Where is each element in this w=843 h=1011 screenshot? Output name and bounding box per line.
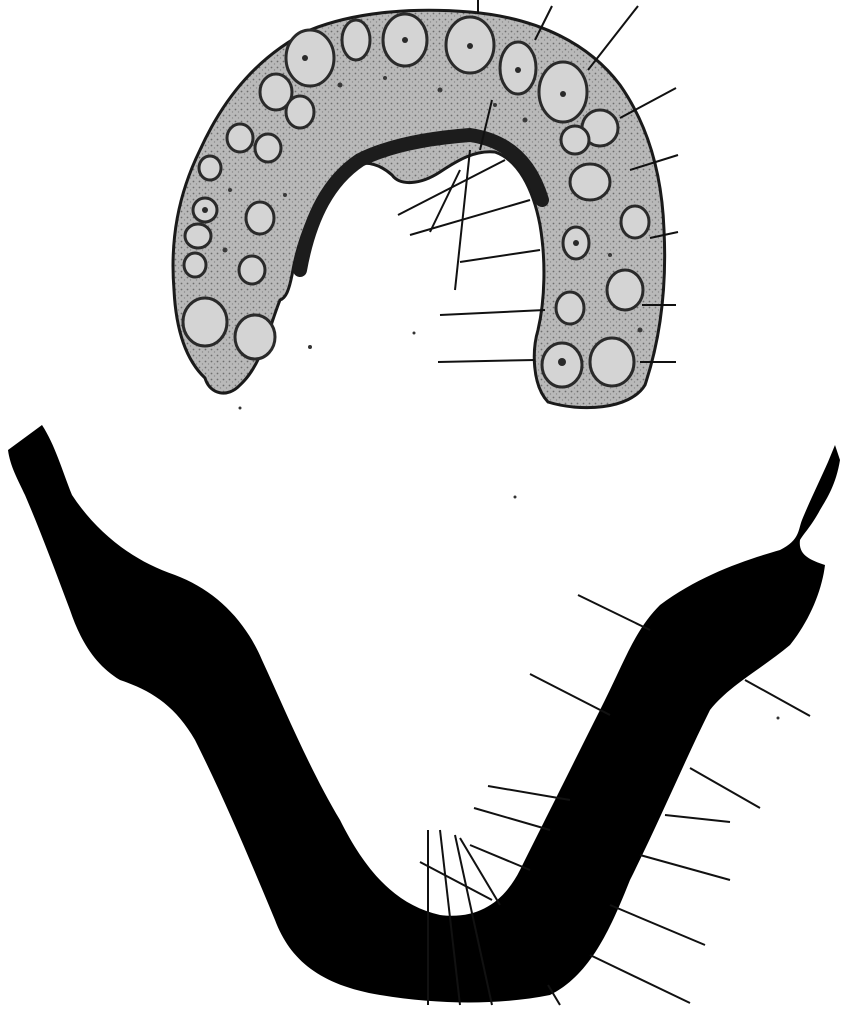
tooth-crypt xyxy=(607,270,643,310)
tooth-crypt xyxy=(342,20,370,60)
tooth-crypt xyxy=(255,134,281,162)
pointer-line xyxy=(578,595,650,630)
tooth-crypt xyxy=(227,124,253,152)
pointer-line xyxy=(488,786,570,800)
tooth-crypt xyxy=(246,202,274,234)
tooth-crypt xyxy=(556,292,584,324)
tooth-crypt xyxy=(590,338,634,386)
pointer-line xyxy=(690,768,760,808)
pointer-line xyxy=(460,838,500,905)
tooth-crypt xyxy=(570,164,610,200)
tooth-crypt xyxy=(183,298,227,346)
tooth-crypt xyxy=(286,96,314,128)
lower-jaw-silhouette xyxy=(8,425,840,1005)
tooth-crypt xyxy=(239,256,265,284)
pointer-line xyxy=(588,6,638,70)
pointer-line xyxy=(440,310,545,315)
tooth-crypt xyxy=(199,156,221,180)
pointer-line xyxy=(590,955,690,1003)
pointer-line xyxy=(640,855,730,880)
pointer-line xyxy=(610,905,705,945)
tooth-crypt xyxy=(185,224,211,248)
lower-jaw-body xyxy=(8,425,840,1003)
tooth-crypt xyxy=(184,253,206,277)
pointer-line xyxy=(420,862,492,900)
pointer-line xyxy=(665,815,730,822)
pointer-line xyxy=(470,845,530,870)
pointer-line xyxy=(530,674,610,715)
pointer-line xyxy=(474,808,550,830)
tooth-crypt xyxy=(621,206,649,238)
pointer-line xyxy=(745,680,810,716)
pointer-line xyxy=(438,360,535,362)
pointer-line xyxy=(455,150,470,290)
pointer-line xyxy=(410,200,530,235)
tooth-crypt xyxy=(235,315,275,359)
pointer-line xyxy=(460,250,540,262)
tooth-crypt xyxy=(286,30,334,86)
tooth-crypt xyxy=(561,126,589,154)
